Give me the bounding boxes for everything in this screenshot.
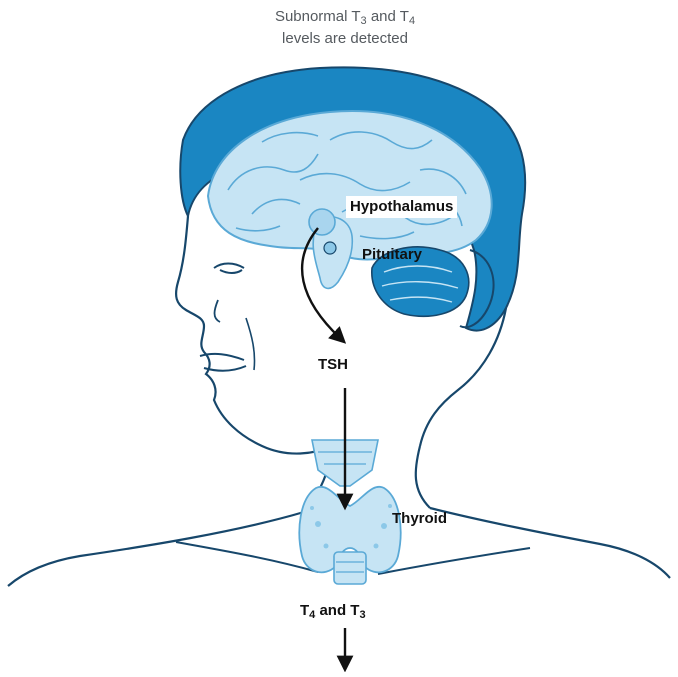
caption-line-2: levels are detected (180, 28, 510, 50)
pituitary-gland (324, 242, 336, 254)
tsh-label: TSH (318, 356, 348, 374)
pituitary-label: Pituitary (362, 246, 422, 264)
left-clavicle (176, 542, 318, 572)
trachea (334, 552, 366, 584)
nose-line (215, 300, 221, 322)
cheek-line (246, 318, 255, 370)
hypothalamus-region (309, 209, 335, 235)
eye (214, 264, 244, 274)
neck-back (416, 446, 430, 508)
hormones-label: T4 and T3 (300, 602, 366, 620)
hypothalamus-label: Hypothalamus (346, 196, 457, 218)
right-shoulder (430, 508, 670, 578)
face-profile (176, 216, 334, 454)
thyroid-label: Thyroid (392, 510, 447, 528)
caption-line-1: Subnormal T3 and T4 (180, 6, 510, 28)
right-clavicle (378, 548, 530, 574)
back-of-neck (420, 308, 506, 446)
left-shoulder (8, 512, 304, 586)
caption: Subnormal T3 and T4 levels are detected (180, 6, 510, 50)
